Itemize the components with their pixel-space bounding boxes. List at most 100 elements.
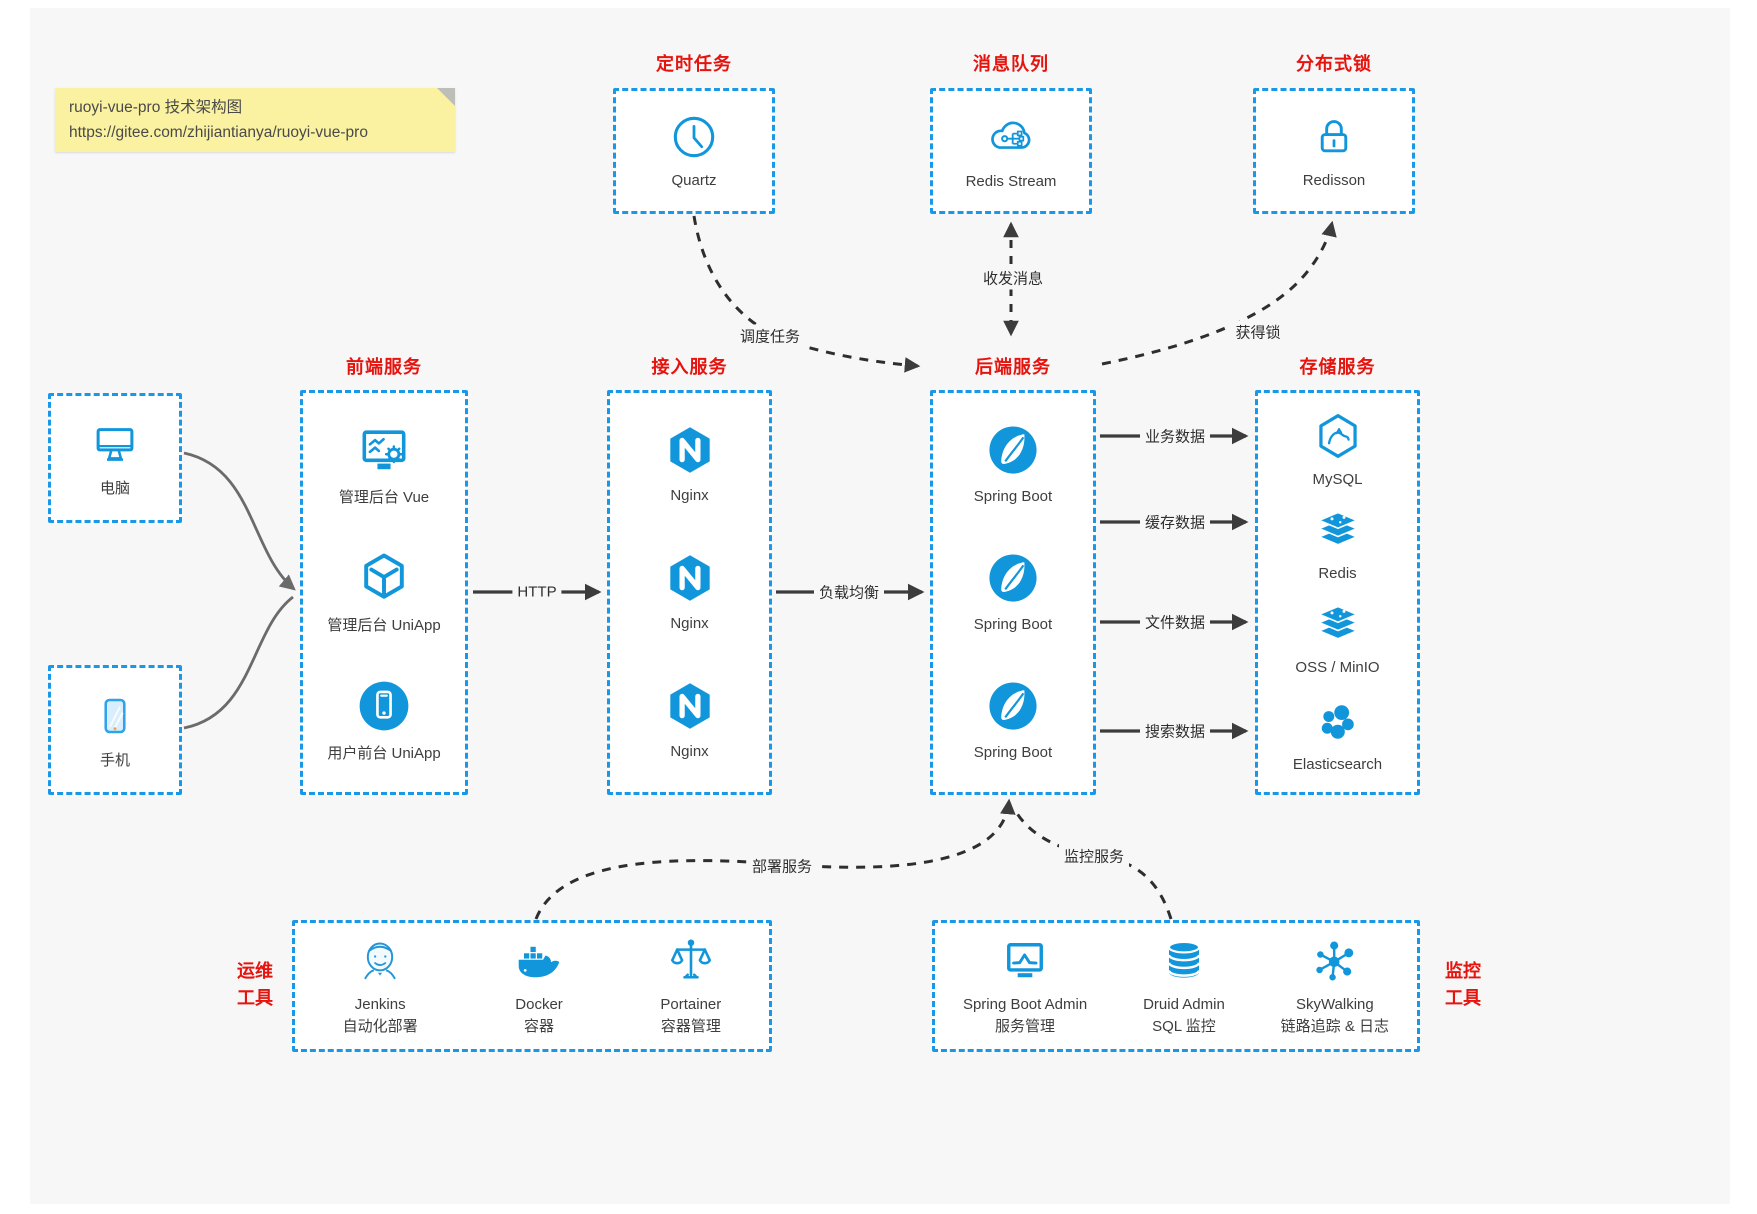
edge-label-deploy: 部署服务 [746, 854, 818, 878]
ops-title-line1: 运维 [237, 961, 273, 981]
node-label: Portainer 容器管理 [660, 994, 721, 1038]
tool-desc: 链路追踪 & 日志 [1280, 1017, 1390, 1035]
node-label: Spring Boot [973, 488, 1053, 506]
node-label: OSS / MinIO [1295, 659, 1380, 677]
tool-name: Druid Admin [1143, 995, 1225, 1013]
node-portainer: Portainer 容器管理 [660, 935, 721, 1038]
spring-icon [989, 682, 1037, 730]
edge-label-file-data: 文件数据 [1139, 610, 1211, 634]
node-mysql: MySQL [1312, 410, 1364, 491]
tool-desc: SQL 监控 [1152, 1017, 1216, 1035]
tool-name: Spring Boot Admin [962, 995, 1088, 1013]
cloud-stream-icon [991, 121, 1031, 149]
user-app-icon [359, 681, 409, 731]
node-jenkins: Jenkins 自动化部署 [343, 935, 418, 1038]
edge-label-monitor: 监控服务 [1058, 844, 1130, 868]
node-label: 电脑 [99, 479, 130, 497]
node-skywalking: SkyWalking 链路追踪 & 日志 [1281, 935, 1389, 1038]
tool-name: Portainer [660, 995, 722, 1013]
redis-stack-icon [1316, 511, 1359, 546]
title-backend-services: 后端服务 [975, 357, 1051, 377]
title-access-services: 接入服务 [651, 357, 728, 377]
uniapp-cube-icon [364, 553, 404, 599]
node-label: Redis [1318, 565, 1357, 582]
redis-stream-box: Redis Stream [930, 88, 1092, 214]
node-label: Redisson [1302, 171, 1366, 189]
lock-icon [1320, 119, 1348, 152]
node-springboot-1: Spring Boot [974, 421, 1052, 508]
elasticsearch-icon [1322, 704, 1355, 739]
node-admin-uniapp: 管理后台 UniApp [327, 548, 441, 637]
note-fold-corner [437, 88, 455, 106]
quartz-box: Quartz [613, 88, 775, 214]
jenkins-icon [364, 942, 397, 980]
skywalking-icon [1316, 941, 1354, 981]
node-label: Spring Boot Admin 服务管理 [963, 994, 1087, 1038]
tool-desc: 容器管理 [660, 1017, 721, 1035]
access-services-box: Nginx Nginx Nginx [607, 390, 772, 795]
frontend-services-box: 管理后台 Vue 管理后台 UniApp 用户前台 UniApp [300, 390, 468, 795]
node-pc: 电脑 [88, 417, 142, 500]
edge-label-lock: 获得锁 [1230, 320, 1286, 344]
node-spring-boot-admin: Spring Boot Admin 服务管理 [963, 935, 1087, 1038]
nginx-icon [669, 555, 710, 601]
tool-name: SkyWalking [1295, 995, 1374, 1013]
edge-label-http: HTTP [512, 582, 562, 602]
node-springboot-3: Spring Boot [974, 677, 1052, 764]
node-label: Quartz [671, 171, 717, 189]
node-nginx-2: Nginx [662, 550, 718, 635]
note-url: https://gitee.com/zhijiantianya/ruoyi-vu… [69, 123, 368, 141]
redisson-box: Redisson [1253, 88, 1415, 214]
sba-icon [1007, 942, 1044, 977]
title-message-queue: 消息队列 [973, 54, 1049, 74]
mysql-icon [1318, 413, 1357, 458]
node-nginx-3: Nginx [662, 678, 718, 763]
node-label: Druid Admin SQL 监控 [1143, 994, 1225, 1038]
admin-vue-icon [362, 430, 406, 470]
node-elasticsearch: Elasticsearch [1293, 697, 1382, 776]
node-label: Nginx [670, 487, 709, 505]
tool-name: Jenkins [354, 995, 406, 1013]
title-monitor-tools: 监控 工具 [1434, 958, 1492, 1012]
node-label: Spring Boot [973, 616, 1053, 634]
nginx-icon [669, 683, 710, 729]
ops-title-line2: 工具 [237, 988, 273, 1008]
node-mobile: 手机 [88, 689, 142, 772]
ops-tools-box: Jenkins 自动化部署 Docker 容器 [292, 920, 772, 1052]
storage-services-box: MySQL Redis OSS / MinIO [1255, 390, 1420, 795]
edge-label-cache-data: 缓存数据 [1139, 510, 1211, 534]
edge-label-business-data: 业务数据 [1139, 424, 1211, 448]
node-label: Jenkins 自动化部署 [343, 994, 418, 1038]
node-label: Spring Boot [973, 743, 1053, 761]
diagram-background [30, 8, 1730, 1204]
mobile-client-box: 手机 [48, 665, 182, 795]
node-nginx-1: Nginx [662, 422, 718, 507]
node-label: 用户前台 UniApp [327, 744, 441, 762]
node-quartz: Quartz [668, 111, 720, 192]
title-storage-services: 存储服务 [1299, 357, 1376, 377]
spring-icon [989, 426, 1037, 475]
backend-services-box: Spring Boot Spring Boot Spring Boot [930, 390, 1096, 795]
nginx-icon [669, 427, 710, 474]
clock-icon [673, 116, 715, 157]
oss-stack-icon [1316, 605, 1359, 640]
edge-label-schedule: 调度任务 [734, 324, 806, 348]
pc-client-box: 电脑 [48, 393, 182, 523]
tool-desc: 容器 [524, 1017, 555, 1035]
node-redisson: Redisson [1302, 111, 1366, 192]
node-label: Nginx [670, 615, 709, 633]
node-label: SkyWalking 链路追踪 & 日志 [1281, 994, 1389, 1038]
tool-desc: 服务管理 [995, 1017, 1056, 1035]
spring-icon [989, 554, 1037, 602]
tool-name: Docker [515, 995, 563, 1013]
note-title: ruoyi-vue-pro 技术架构图 [69, 99, 243, 116]
docker-icon [518, 946, 560, 977]
sticky-note: ruoyi-vue-pro 技术架构图 https://gitee.com/zh… [55, 88, 455, 152]
desktop-icon [96, 427, 134, 461]
node-oss-minio: OSS / MinIO [1295, 602, 1380, 679]
portainer-icon [670, 939, 711, 979]
title-scheduled-tasks: 定时任务 [656, 54, 732, 74]
node-label: MySQL [1312, 470, 1363, 488]
node-springboot-2: Spring Boot [974, 549, 1052, 636]
